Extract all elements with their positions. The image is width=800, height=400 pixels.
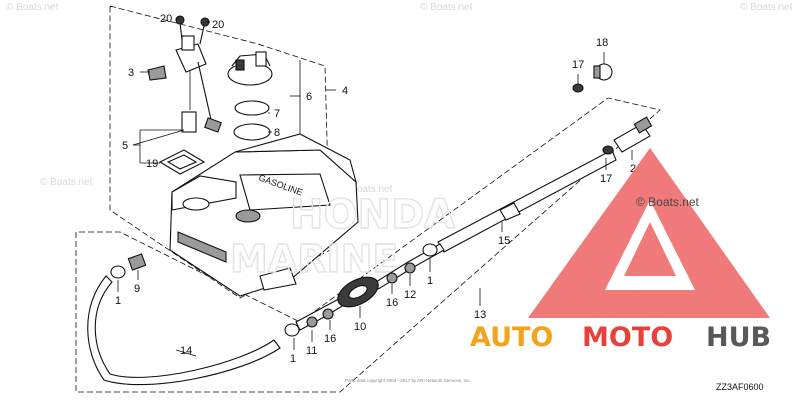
callout-9: 9	[134, 283, 140, 295]
callout-1: 1	[115, 295, 121, 307]
logo-inner-triangle-icon	[624, 222, 676, 276]
callout-20: 20	[212, 19, 224, 31]
callout-6: 6	[306, 91, 312, 103]
callout-13: 13	[474, 309, 486, 321]
vent-cap-seat	[182, 197, 210, 211]
brand-auto: AUTO	[470, 322, 553, 353]
copyright-line: Parts data copyright 2004 - 2017 by ARI …	[345, 378, 471, 383]
brand-hub: HUB	[706, 322, 771, 353]
callout-numbers: 20 20 3 5 19 7 8 6 4 17 18 17 2 15 1 12 …	[115, 13, 636, 365]
logo-triangle-icon	[528, 148, 770, 318]
filler-cap	[227, 51, 273, 86]
callout-11: 11	[306, 345, 317, 357]
fuel-tank: GASOLINE	[169, 133, 359, 297]
clip-1c	[422, 243, 438, 257]
brand-moto: MOTO	[582, 322, 673, 353]
clip-17a	[572, 83, 584, 93]
watermark-site: © Boats.net	[740, 2, 793, 13]
clip-12	[404, 262, 416, 274]
connector-9	[127, 253, 147, 271]
callout-12: 12	[404, 289, 416, 301]
clip-17b	[602, 145, 614, 155]
callout-3: 3	[128, 67, 134, 79]
callout-1: 1	[427, 275, 433, 287]
callout-17: 17	[600, 173, 612, 185]
watermark-logo-top: HONDA	[290, 192, 455, 238]
fuel-gauge-assembly	[158, 35, 222, 175]
cap-seal-8	[233, 123, 271, 141]
callout-1: 1	[290, 353, 296, 365]
connector-2	[613, 116, 653, 153]
callout-19: 19	[146, 158, 158, 170]
clip-11	[306, 316, 318, 328]
clip-16a	[322, 308, 334, 320]
callout-20: 20	[160, 13, 172, 25]
fuel-hose-14	[87, 275, 281, 386]
callout-2: 2	[630, 163, 636, 175]
callout-16: 16	[386, 297, 398, 309]
watermark-site: © Boats.net	[40, 177, 93, 188]
diagram-code: ZZ3AF0600	[716, 382, 764, 392]
callout-14: 14	[180, 345, 192, 357]
watermark-logo-bottom: MARINE	[230, 237, 398, 281]
leader-lines	[117, 17, 633, 357]
hose-clamp-18	[593, 63, 613, 81]
hose-assembly-boundary	[75, 97, 661, 393]
watermark-site: © Boats.net	[6, 2, 59, 13]
cap-gasket-7	[234, 100, 270, 116]
callout-18: 18	[596, 37, 608, 49]
clip-1b	[284, 323, 300, 337]
callout-10: 10	[354, 321, 366, 333]
clip-16b	[386, 272, 398, 284]
tank-assembly-boundary	[109, 5, 331, 299]
callout-17: 17	[572, 59, 584, 71]
callout-15: 15	[498, 235, 510, 247]
watermark-site: © Boats.net	[340, 184, 393, 195]
vent-screw-3	[147, 65, 167, 81]
gauge-opening	[235, 209, 261, 223]
clip-1a	[110, 265, 126, 279]
callout-4: 4	[342, 85, 348, 97]
primer-bulb-10	[337, 276, 379, 308]
callout-7: 7	[274, 108, 280, 120]
callout-16: 16	[324, 333, 336, 345]
automotohub-logo: © Boats.net	[528, 148, 770, 318]
callout-8: 8	[274, 127, 280, 139]
watermark-site: © Boats.net	[420, 2, 473, 13]
callout-5: 5	[122, 140, 128, 152]
watermark-site-overlay: © Boats.net	[636, 195, 700, 209]
